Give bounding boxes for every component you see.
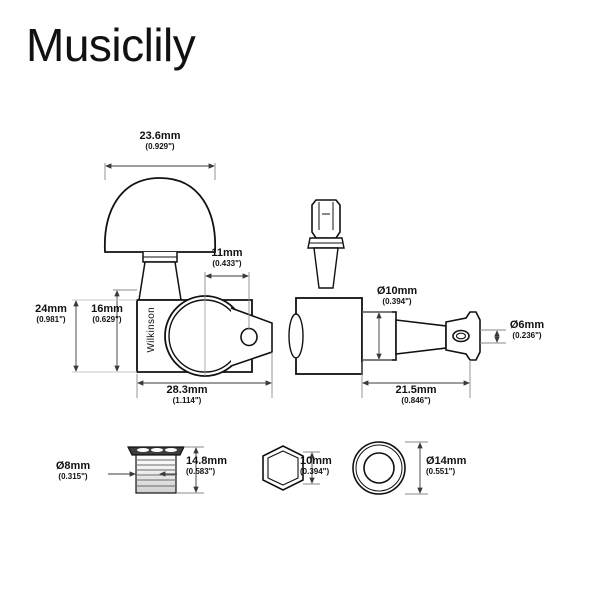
dim-hole-offset: 11mm (0.433") xyxy=(211,247,243,268)
dimension-lines xyxy=(72,163,506,495)
hex-nut-part xyxy=(262,445,304,491)
dim-washer-diameter: Ø14mm (0.551") xyxy=(426,455,467,476)
screw-hole xyxy=(240,327,258,347)
tuner-post xyxy=(395,319,447,355)
bushing-part xyxy=(127,446,185,494)
washer-inner xyxy=(363,452,395,484)
dim-bushing-diameter: Ø8mm (0.315") xyxy=(55,460,91,481)
side-housing-block xyxy=(295,297,363,375)
dim-post-height: 16mm (0.629") xyxy=(91,303,123,324)
washer-part xyxy=(352,441,406,495)
dim-bushing-length: 14.8mm (0.583") xyxy=(186,455,227,476)
brand-logo: Musiclily xyxy=(26,19,196,71)
dim-post-length: 21.5mm (0.846") xyxy=(395,384,437,405)
maker-mark-wilkinson: Wilkinson xyxy=(146,307,157,353)
dim-post-diameter: Ø10mm (0.394") xyxy=(376,285,418,306)
dim-button-width: 23.6mm (0.929") xyxy=(139,130,181,151)
tuner-button-shape xyxy=(104,177,216,253)
dim-nut-width: 10mm (0.394") xyxy=(300,455,332,476)
dim-overall-height: 24mm (0.981") xyxy=(35,303,67,324)
dim-string-hole: Ø6mm (0.236") xyxy=(509,319,545,340)
hex-inner xyxy=(267,450,299,486)
button-side-profile xyxy=(311,199,341,239)
front-view-tuner xyxy=(104,177,273,377)
dim-housing-length: 28.3mm (1.114") xyxy=(166,384,208,405)
